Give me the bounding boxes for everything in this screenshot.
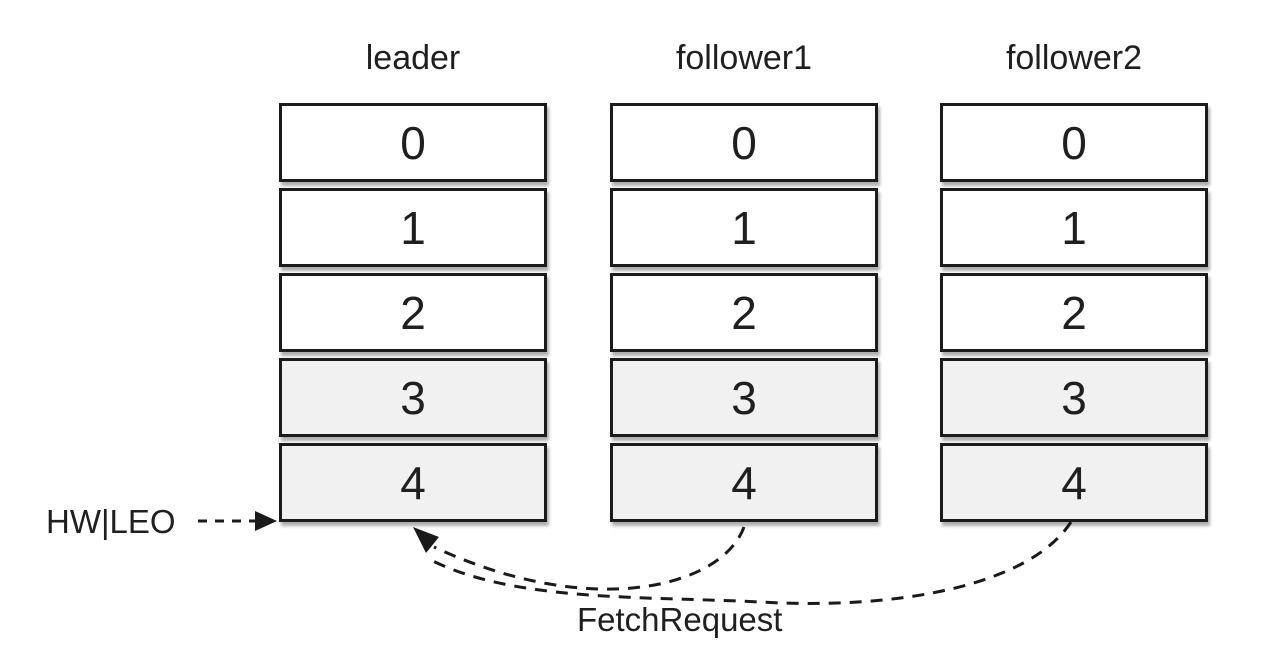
log-entry: 1	[940, 188, 1208, 267]
log-entry: 2	[940, 273, 1208, 352]
log-entry: 1	[610, 188, 878, 267]
log-entry: 4	[610, 443, 878, 522]
log-entry: 0	[940, 103, 1208, 182]
log-entry: 0	[279, 103, 547, 182]
node-title-leader: leader	[365, 39, 461, 77]
log-entry: 2	[610, 273, 878, 352]
node-title-follower2: follower2	[1005, 39, 1143, 77]
log-entry: 3	[940, 358, 1208, 437]
log-entry: 2	[279, 273, 547, 352]
log-follower2: 0 1 2 3 4	[940, 103, 1208, 528]
log-entry: 1	[279, 188, 547, 267]
log-entry: 3	[610, 358, 878, 437]
node-column-follower2: follower2 0 1 2 3 4	[940, 38, 1208, 522]
log-follower1: 0 1 2 3 4	[610, 103, 878, 528]
fetch-request-arrow-follower2	[426, 521, 1073, 605]
node-column-follower1: follower1 0 1 2 3 4	[610, 38, 878, 522]
fetch-request-label: FetchRequest	[577, 601, 783, 638]
node-column-leader: leader 0 1 2 3 4	[279, 38, 547, 522]
hw-leo-arrow	[198, 511, 277, 531]
fetch-request-arrow-follower1	[433, 526, 746, 591]
log-entry: 4	[279, 443, 547, 522]
log-entry: 3	[279, 358, 547, 437]
fetch-request-arrowhead	[413, 527, 439, 553]
log-leader: 0 1 2 3 4	[279, 103, 547, 528]
log-entry: 4	[940, 443, 1208, 522]
hw-leo-arrowhead	[255, 511, 277, 531]
node-title-follower1: follower1	[675, 39, 813, 77]
hw-leo-label: HW|LEO	[46, 503, 176, 540]
log-entry: 0	[610, 103, 878, 182]
